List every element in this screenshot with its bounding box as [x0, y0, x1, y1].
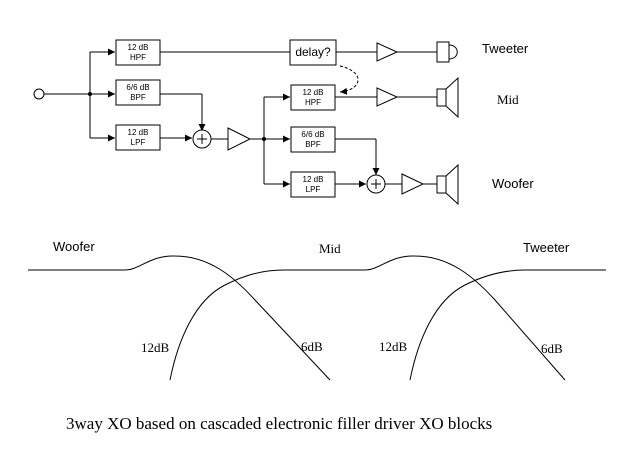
bpf2-label-top: 6/6 dB	[301, 130, 324, 139]
delay-block: delay?	[289, 39, 337, 66]
mid-label: Mid	[497, 92, 519, 107]
tweeter-speaker-icon	[436, 41, 458, 63]
bpf2-block: 6/6 dB BPF	[290, 126, 336, 153]
bpf1-label-top: 6/6 dB	[126, 83, 149, 92]
bpf2-label-bottom: BPF	[305, 140, 321, 149]
lpf1-block: 12 dB LPF	[115, 124, 161, 151]
summer-2-icon	[366, 174, 386, 194]
woofer-speaker-icon	[436, 163, 459, 206]
slope-6db-label-2: 6dB	[541, 341, 563, 356]
slope-12db-label-1: 12dB	[141, 340, 170, 355]
delay-label: delay?	[295, 45, 331, 59]
delay-feedback-arrow	[339, 65, 359, 95]
tweeter-response-curve	[409, 269, 606, 381]
slope-6db-label-1: 6dB	[301, 339, 323, 354]
woofer-response-curve	[28, 255, 331, 381]
slope-12db-label-2: 12dB	[379, 339, 408, 354]
hpf1-label-top: 12 dB	[128, 43, 149, 52]
woofer-label: Woofer	[492, 176, 534, 191]
tweeter-label: Tweeter	[482, 41, 529, 56]
summer-1-icon	[192, 129, 212, 149]
hpf1-block: 12 dB HPF	[115, 39, 161, 66]
mid-response-curve	[169, 255, 566, 381]
diagram-caption: 3way XO based on cascaded electronic fil…	[66, 414, 492, 433]
lpf1-label-top: 12 dB	[128, 128, 149, 137]
response-woofer-label: Woofer	[53, 239, 95, 254]
bpf1-label-bottom: BPF	[130, 93, 146, 102]
lpf2-block: 12 dB LPF	[290, 171, 336, 198]
input-terminal	[33, 88, 45, 100]
bpf1-block: 6/6 dB BPF	[115, 79, 161, 106]
hpf1-label-bottom: HPF	[130, 53, 146, 62]
hpf2-block: 12 dB HPF	[290, 84, 336, 111]
hpf2-label-top: 12 dB	[303, 88, 324, 97]
summer-amp-icon	[227, 127, 252, 151]
response-tweeter-label: Tweeter	[523, 240, 570, 255]
mid-speaker-icon	[436, 76, 459, 119]
mid-amp-icon	[376, 87, 399, 107]
tweeter-amp-icon	[376, 42, 399, 62]
hpf2-label-bottom: HPF	[305, 98, 321, 107]
lpf1-label-bottom: LPF	[131, 138, 146, 147]
response-mid-label: Mid	[319, 241, 341, 256]
lpf2-label-top: 12 dB	[303, 175, 324, 184]
woofer-amp-icon	[401, 173, 425, 195]
lpf2-label-bottom: LPF	[306, 185, 321, 194]
